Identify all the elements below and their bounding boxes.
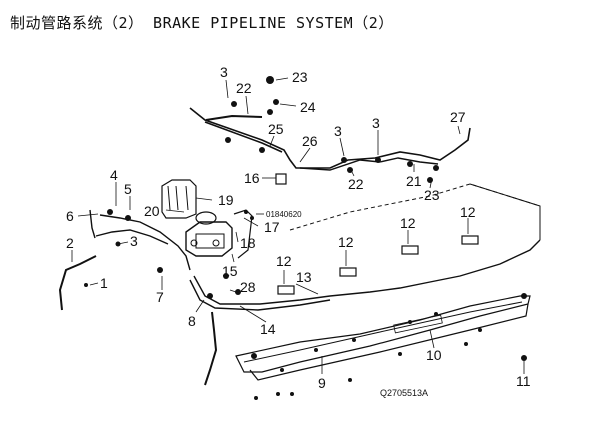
figure-code: Q2705513A [380, 388, 428, 398]
callout-1: 1 [100, 275, 108, 291]
callout-20: 20 [144, 203, 160, 219]
callout-9: 9 [318, 375, 326, 391]
callout-15: 15 [222, 263, 238, 279]
callouts: 1 2 3 3 3 3 4 5 6 7 8 9 10 11 12 12 12 1… [66, 64, 531, 398]
callout-27: 27 [450, 109, 466, 125]
side-sill-covers [235, 295, 531, 381]
callout-3: 3 [372, 115, 380, 131]
callout-11: 11 [516, 373, 531, 389]
callout-2: 2 [66, 235, 74, 251]
callout-7: 7 [156, 289, 164, 305]
callout-21: 21 [406, 173, 422, 189]
callout-13: 13 [296, 269, 312, 285]
callout-12: 12 [338, 234, 354, 250]
callout-24: 24 [300, 99, 316, 115]
callout-5: 5 [124, 181, 132, 197]
callout-12: 12 [276, 253, 292, 269]
callout-16: 16 [244, 170, 260, 186]
callout-23: 23 [292, 69, 308, 85]
callout-19: 19 [218, 192, 234, 208]
callout-8: 8 [188, 313, 196, 329]
pipe-clips [275, 173, 479, 295]
callout-4: 4 [110, 167, 118, 183]
leader-lines [71, 77, 525, 374]
callout-28: 28 [240, 279, 256, 295]
callout-18: 18 [240, 235, 256, 251]
page-title: 制动管路系统（2） BRAKE PIPELINE SYSTEM（2） [10, 14, 394, 32]
callout-26: 26 [302, 133, 318, 149]
brake-lines [58, 107, 541, 386]
callout-10: 10 [426, 347, 442, 363]
abs-unit [161, 179, 253, 259]
callout-25: 25 [268, 121, 284, 137]
part-code-label: 01840620 [266, 210, 302, 219]
callout-3: 3 [220, 64, 228, 80]
callout-6: 6 [66, 208, 74, 224]
callout-3: 3 [334, 123, 342, 139]
callout-12: 12 [460, 204, 476, 220]
callout-22: 22 [348, 176, 364, 192]
callout-22: 22 [236, 80, 252, 96]
callout-23: 23 [424, 187, 440, 203]
callout-3: 3 [130, 233, 138, 249]
callout-12: 12 [400, 215, 416, 231]
callout-17: 17 [264, 219, 280, 235]
callout-14: 14 [260, 321, 276, 337]
